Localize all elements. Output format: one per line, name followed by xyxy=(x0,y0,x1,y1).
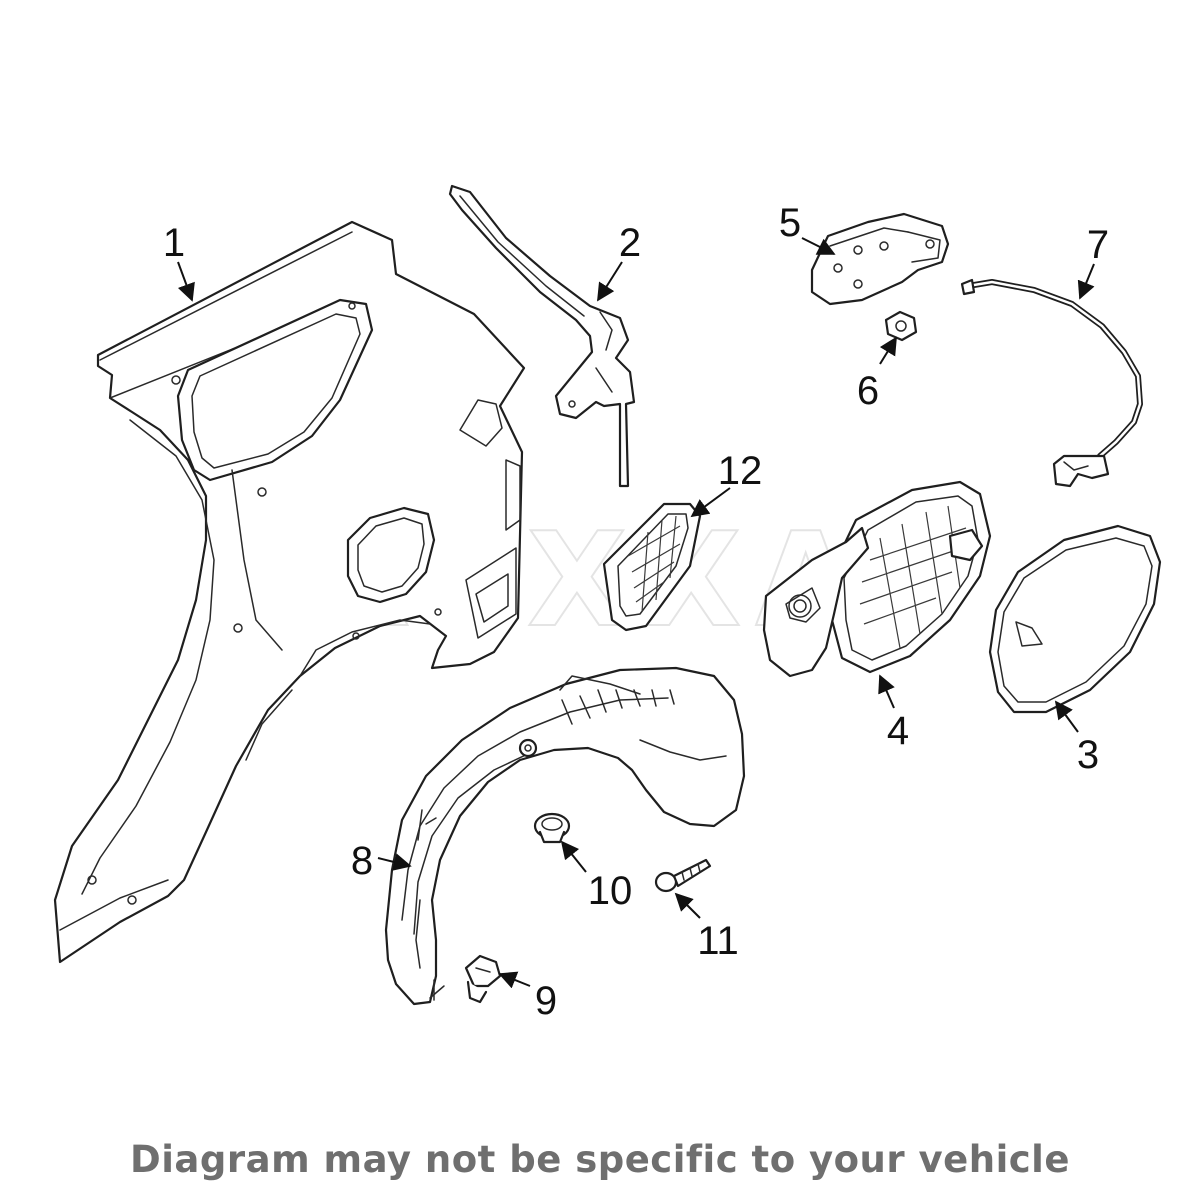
gutter-bracket xyxy=(448,184,636,488)
leader-10 xyxy=(560,840,587,873)
leader-6 xyxy=(879,336,897,365)
callout-numbers: 1 2 3 4 5 6 7 8 9 10 11 12 xyxy=(163,201,1109,1023)
push-clip xyxy=(464,954,502,1004)
leader-11 xyxy=(674,892,701,919)
vent-grille xyxy=(602,502,702,632)
callout-1: 1 xyxy=(163,221,185,265)
screw xyxy=(654,858,712,893)
leader-9 xyxy=(498,971,531,989)
release-cable xyxy=(960,278,1143,488)
leader-5 xyxy=(801,237,836,255)
callout-7: 7 xyxy=(1087,223,1109,267)
quarter-panel xyxy=(53,220,526,964)
callout-11: 11 xyxy=(697,919,739,963)
leader-8 xyxy=(377,853,412,871)
callout-9: 9 xyxy=(535,979,557,1023)
leader-lines xyxy=(177,237,1095,989)
wheel-liner xyxy=(384,666,746,1006)
callout-4: 4 xyxy=(887,709,909,753)
leader-4 xyxy=(878,674,895,709)
fuel-door-hinge xyxy=(810,212,950,306)
fuel-filler-housing xyxy=(762,480,992,678)
leader-7 xyxy=(1077,263,1095,300)
leader-12 xyxy=(690,487,731,518)
hinge-nut xyxy=(884,310,918,342)
callout-2: 2 xyxy=(619,221,641,265)
leader-1 xyxy=(177,261,195,302)
callout-8: 8 xyxy=(351,839,373,883)
grommet xyxy=(533,812,571,844)
leader-2 xyxy=(597,261,623,302)
leader-3 xyxy=(1054,700,1079,733)
callout-12: 12 xyxy=(718,449,763,493)
callout-5: 5 xyxy=(779,201,801,245)
callout-10: 10 xyxy=(588,869,633,913)
disclaimer-caption: Diagram may not be specific to your vehi… xyxy=(130,1138,1070,1181)
callout-3: 3 xyxy=(1077,733,1099,777)
fuel-door xyxy=(988,524,1162,714)
callout-6: 6 xyxy=(857,369,879,413)
